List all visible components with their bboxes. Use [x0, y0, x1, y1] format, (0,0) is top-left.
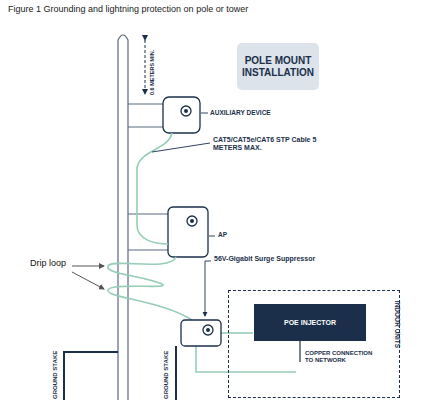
indoor-units-region: INDOOR UNITS POE INJECTOR: [228, 290, 400, 398]
surge-suppressor: [181, 320, 221, 346]
drawing-part: [152, 143, 210, 152]
drawing-part: [163, 97, 200, 133]
drawing-part: [206, 328, 210, 332]
drawing-part: [72, 266, 104, 267]
device-label: 56V-Gigabit Surge Suppressor: [214, 255, 315, 263]
node-text: INDOOR UNITS: [394, 301, 401, 348]
figure-title: Figure 1 Grounding and lightning protect…: [8, 4, 248, 14]
drawing-part: [184, 109, 188, 113]
cable-label: CAT5/CAT5e/CAT6 STP Cable 5 METERS MAX.: [213, 136, 335, 152]
drawing-part: [128, 103, 163, 104]
node-text: POE INJECTOR: [284, 319, 336, 326]
mount-brackets: [128, 104, 168, 250]
drawing-part: [128, 213, 168, 214]
drawing-part: [128, 126, 163, 127]
device-label: AUXILIARY DEVICE: [210, 109, 271, 116]
leader-lines: [152, 113, 215, 316]
callout-text: Drip loop: [30, 258, 66, 268]
ground-wire: [175, 346, 177, 400]
dimension-label: 0.6 METERS MIN.: [149, 50, 155, 95]
drawing-part: [128, 249, 168, 250]
drawing-part: [108, 257, 192, 320]
poe-injector-box: POE INJECTOR: [254, 304, 366, 341]
drawing-part: [221, 332, 253, 334]
title-box: POLE MOUNT INSTALLATION: [237, 43, 319, 90]
ground-stake-label: GROUND STAKE: [163, 351, 170, 399]
access-point: [168, 207, 208, 257]
dimension-arrow: [145, 40, 146, 94]
device-label: AP: [218, 231, 227, 238]
node-text: POLE MOUNT INSTALLATION: [241, 55, 315, 79]
copper-wire: [299, 340, 300, 362]
drawing-part: [181, 106, 191, 116]
drawing-part: [181, 320, 221, 346]
drawing-part: [187, 216, 197, 226]
drawing-part: [209, 236, 215, 237]
drawing-part: [72, 272, 104, 289]
drawing-part: [196, 346, 296, 372]
auxiliary-device: [163, 97, 200, 133]
ground-wire: [64, 352, 118, 400]
drip-loop-arrows: [72, 266, 104, 289]
drawing-part: [190, 219, 194, 223]
drawing-part: [205, 261, 211, 316]
ground-stake-label: GROUND STAKE: [52, 351, 59, 399]
drawing-part: [203, 325, 213, 335]
connection-label: COPPER CONNECTION TO NETWORK: [305, 350, 375, 364]
pole: [118, 35, 128, 400]
drawing-part: [168, 207, 208, 257]
drawing-part: [201, 113, 208, 114]
